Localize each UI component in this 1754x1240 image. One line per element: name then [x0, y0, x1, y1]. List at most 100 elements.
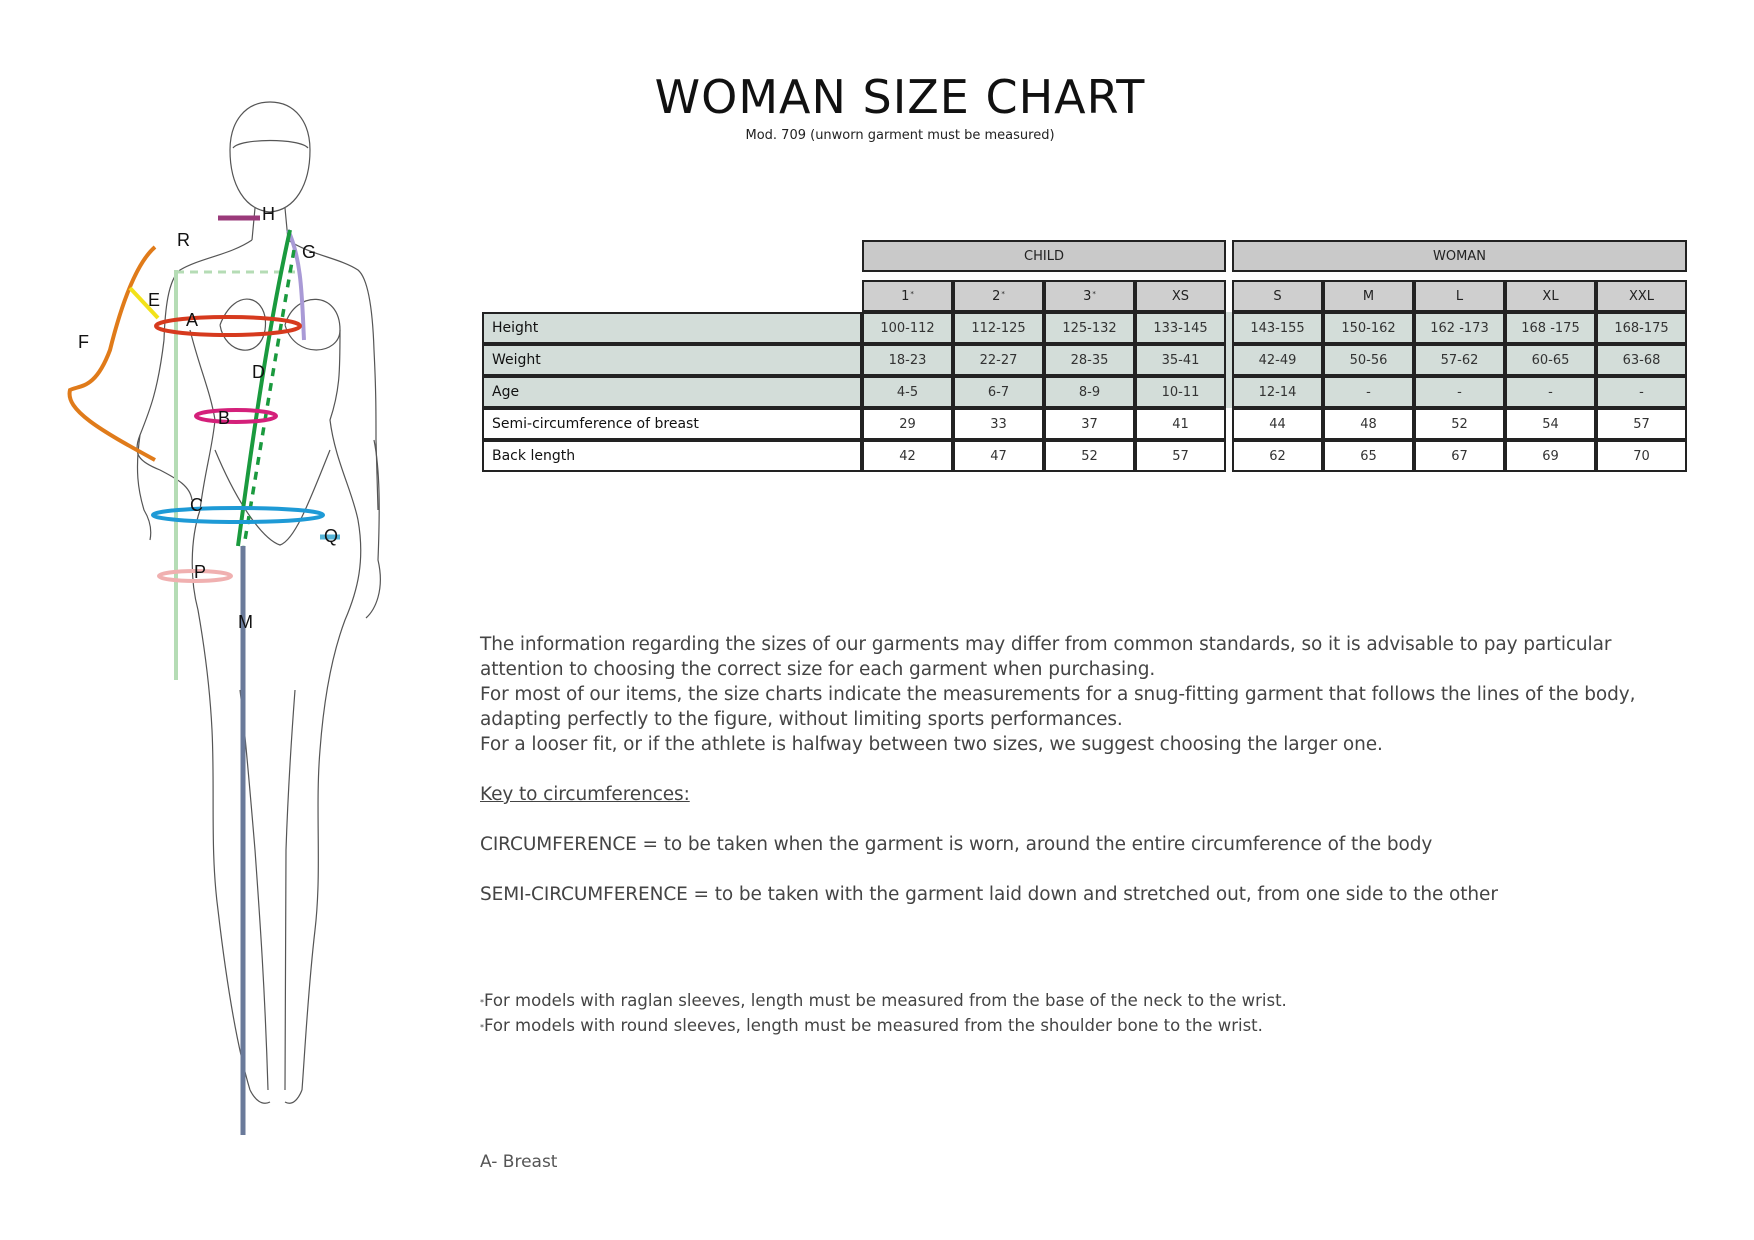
label-b: B — [218, 408, 230, 428]
table-cell: 57 — [1135, 440, 1226, 472]
row-label: Back length — [482, 440, 862, 472]
table-cell: 12-14 — [1232, 376, 1323, 408]
measure-d-dashed-stroke — [242, 249, 296, 547]
table-cell: - — [1596, 376, 1687, 408]
row-label: Height — [482, 312, 862, 344]
table-cell: 47 — [953, 440, 1044, 472]
group-woman-header: WOMAN — [1232, 240, 1687, 272]
table-cell: 65 — [1323, 440, 1414, 472]
size-header-s: S — [1232, 280, 1323, 312]
label-a: A — [186, 310, 198, 330]
table-cell: 100-112 — [862, 312, 953, 344]
table-row-age: Age 4-5 6-7 8-9 10-11 12-14 - - - - — [482, 376, 1687, 408]
measure-a-stroke — [154, 315, 302, 337]
table-cell: 60-65 — [1505, 344, 1596, 376]
size-header-l: L — [1414, 280, 1505, 312]
table-size-row: 1* 2* 3* XS S M L XL XXL — [482, 280, 1687, 312]
label-q: Q — [324, 526, 338, 546]
table-cell: 50-56 — [1323, 344, 1414, 376]
size-header-3: 3* — [1044, 280, 1135, 312]
table-cell: 18-23 — [862, 344, 953, 376]
body-outline-illustration: H R G E A F D B C Q P M — [67, 101, 381, 1135]
table-row-height: Height 100-112 112-125 125-132 133-145 1… — [482, 312, 1687, 344]
table-row-semi-circumference: Semi-circumference of breast 29 33 37 41… — [482, 408, 1687, 440]
table-cell: 168-175 — [1596, 312, 1687, 344]
table-cell: 70 — [1596, 440, 1687, 472]
table-cell: 6-7 — [953, 376, 1044, 408]
row-label: Age — [482, 376, 862, 408]
table-row-back-length: Back length 42 47 52 57 62 65 67 69 70 — [482, 440, 1687, 472]
size-chart-table: CHILD WOMAN 1* 2* 3* XS S M L XL XXL Hei… — [482, 240, 1687, 472]
table-row-weight: Weight 18-23 22-27 28-35 35-41 42-49 50-… — [482, 344, 1687, 376]
semi-circumference-definition: SEMI-CIRCUMFERENCE = to be taken with th… — [480, 884, 1498, 905]
size-header-1: 1* — [862, 280, 953, 312]
table-cell: 162 -173 — [1414, 312, 1505, 344]
table-cell: 44 — [1232, 408, 1323, 440]
table-cell: 52 — [1044, 440, 1135, 472]
measure-g-stroke — [286, 229, 306, 341]
table-cell: 112-125 — [953, 312, 1044, 344]
measure-f-sleeve-stroke — [67, 245, 157, 462]
info-paragraph-2: For most of our items, the size charts i… — [480, 684, 1636, 730]
table-cell: - — [1505, 376, 1596, 408]
size-header-xxl: XXL — [1596, 280, 1687, 312]
table-cell: 133-145 — [1135, 312, 1226, 344]
measure-b-stroke — [194, 408, 278, 424]
group-child-header: CHILD — [862, 240, 1226, 272]
legend-breast: A- Breast — [480, 1152, 558, 1172]
table-cell: 4-5 — [862, 376, 953, 408]
label-h: H — [262, 204, 275, 224]
table-cell: 33 — [953, 408, 1044, 440]
table-cell: - — [1323, 376, 1414, 408]
measure-p-stroke — [157, 569, 233, 583]
info-paragraph-1: The information regarding the sizes of o… — [480, 634, 1612, 680]
label-f: F — [78, 332, 89, 352]
table-cell: 42 — [862, 440, 953, 472]
table-cell: 8-9 — [1044, 376, 1135, 408]
table-cell: 168 -175 — [1505, 312, 1596, 344]
label-r: R — [177, 230, 190, 250]
note-raglan: *For models with raglan sleeves, length … — [480, 991, 1287, 1010]
label-e: E — [148, 290, 160, 310]
table-cell: - — [1414, 376, 1505, 408]
table-cell: 35-41 — [1135, 344, 1226, 376]
circumference-definition: CIRCUMFERENCE = to be taken when the gar… — [480, 834, 1433, 855]
size-header-2: 2* — [953, 280, 1044, 312]
table-cell: 29 — [862, 408, 953, 440]
body-outline — [136, 101, 381, 1104]
label-c: C — [190, 495, 203, 515]
label-d: D — [252, 362, 265, 382]
table-cell: 69 — [1505, 440, 1596, 472]
table-cell: 42-49 — [1232, 344, 1323, 376]
table-cell: 67 — [1414, 440, 1505, 472]
label-m: M — [238, 612, 253, 632]
measure-d-stroke — [236, 229, 292, 547]
table-cell: 57 — [1596, 408, 1687, 440]
table-cell: 22-27 — [953, 344, 1044, 376]
key-title: Key to circumferences: — [480, 784, 690, 805]
table-cell: 62 — [1232, 440, 1323, 472]
body-measurement-figure: H R G E A F D B C Q P M — [40, 90, 440, 1190]
measure-e-stroke — [128, 286, 160, 320]
table-cell: 57-62 — [1414, 344, 1505, 376]
size-header-xs: XS — [1135, 280, 1226, 312]
table-cell: 28-35 — [1044, 344, 1135, 376]
table-group-row: CHILD WOMAN — [482, 240, 1687, 272]
table-cell: 10-11 — [1135, 376, 1226, 408]
table-cell: 48 — [1323, 408, 1414, 440]
size-information-text: The information regarding the sizes of o… — [480, 632, 1700, 907]
table-cell: 37 — [1044, 408, 1135, 440]
size-header-xl: XL — [1505, 280, 1596, 312]
label-g: G — [302, 242, 316, 262]
note-round: *For models with round sleeves, length m… — [480, 1016, 1263, 1035]
table-cell: 143-155 — [1232, 312, 1323, 344]
row-label: Semi-circumference of breast — [482, 408, 862, 440]
table-cell: 125-132 — [1044, 312, 1135, 344]
size-header-m: M — [1323, 280, 1414, 312]
table-cell: 63-68 — [1596, 344, 1687, 376]
page-subtitle: Mod. 709 (unworn garment must be measure… — [745, 128, 1055, 143]
sleeve-notes: *For models with raglan sleeves, length … — [480, 988, 1680, 1038]
label-p: P — [194, 562, 206, 582]
table-cell: 52 — [1414, 408, 1505, 440]
row-label: Weight — [482, 344, 862, 376]
